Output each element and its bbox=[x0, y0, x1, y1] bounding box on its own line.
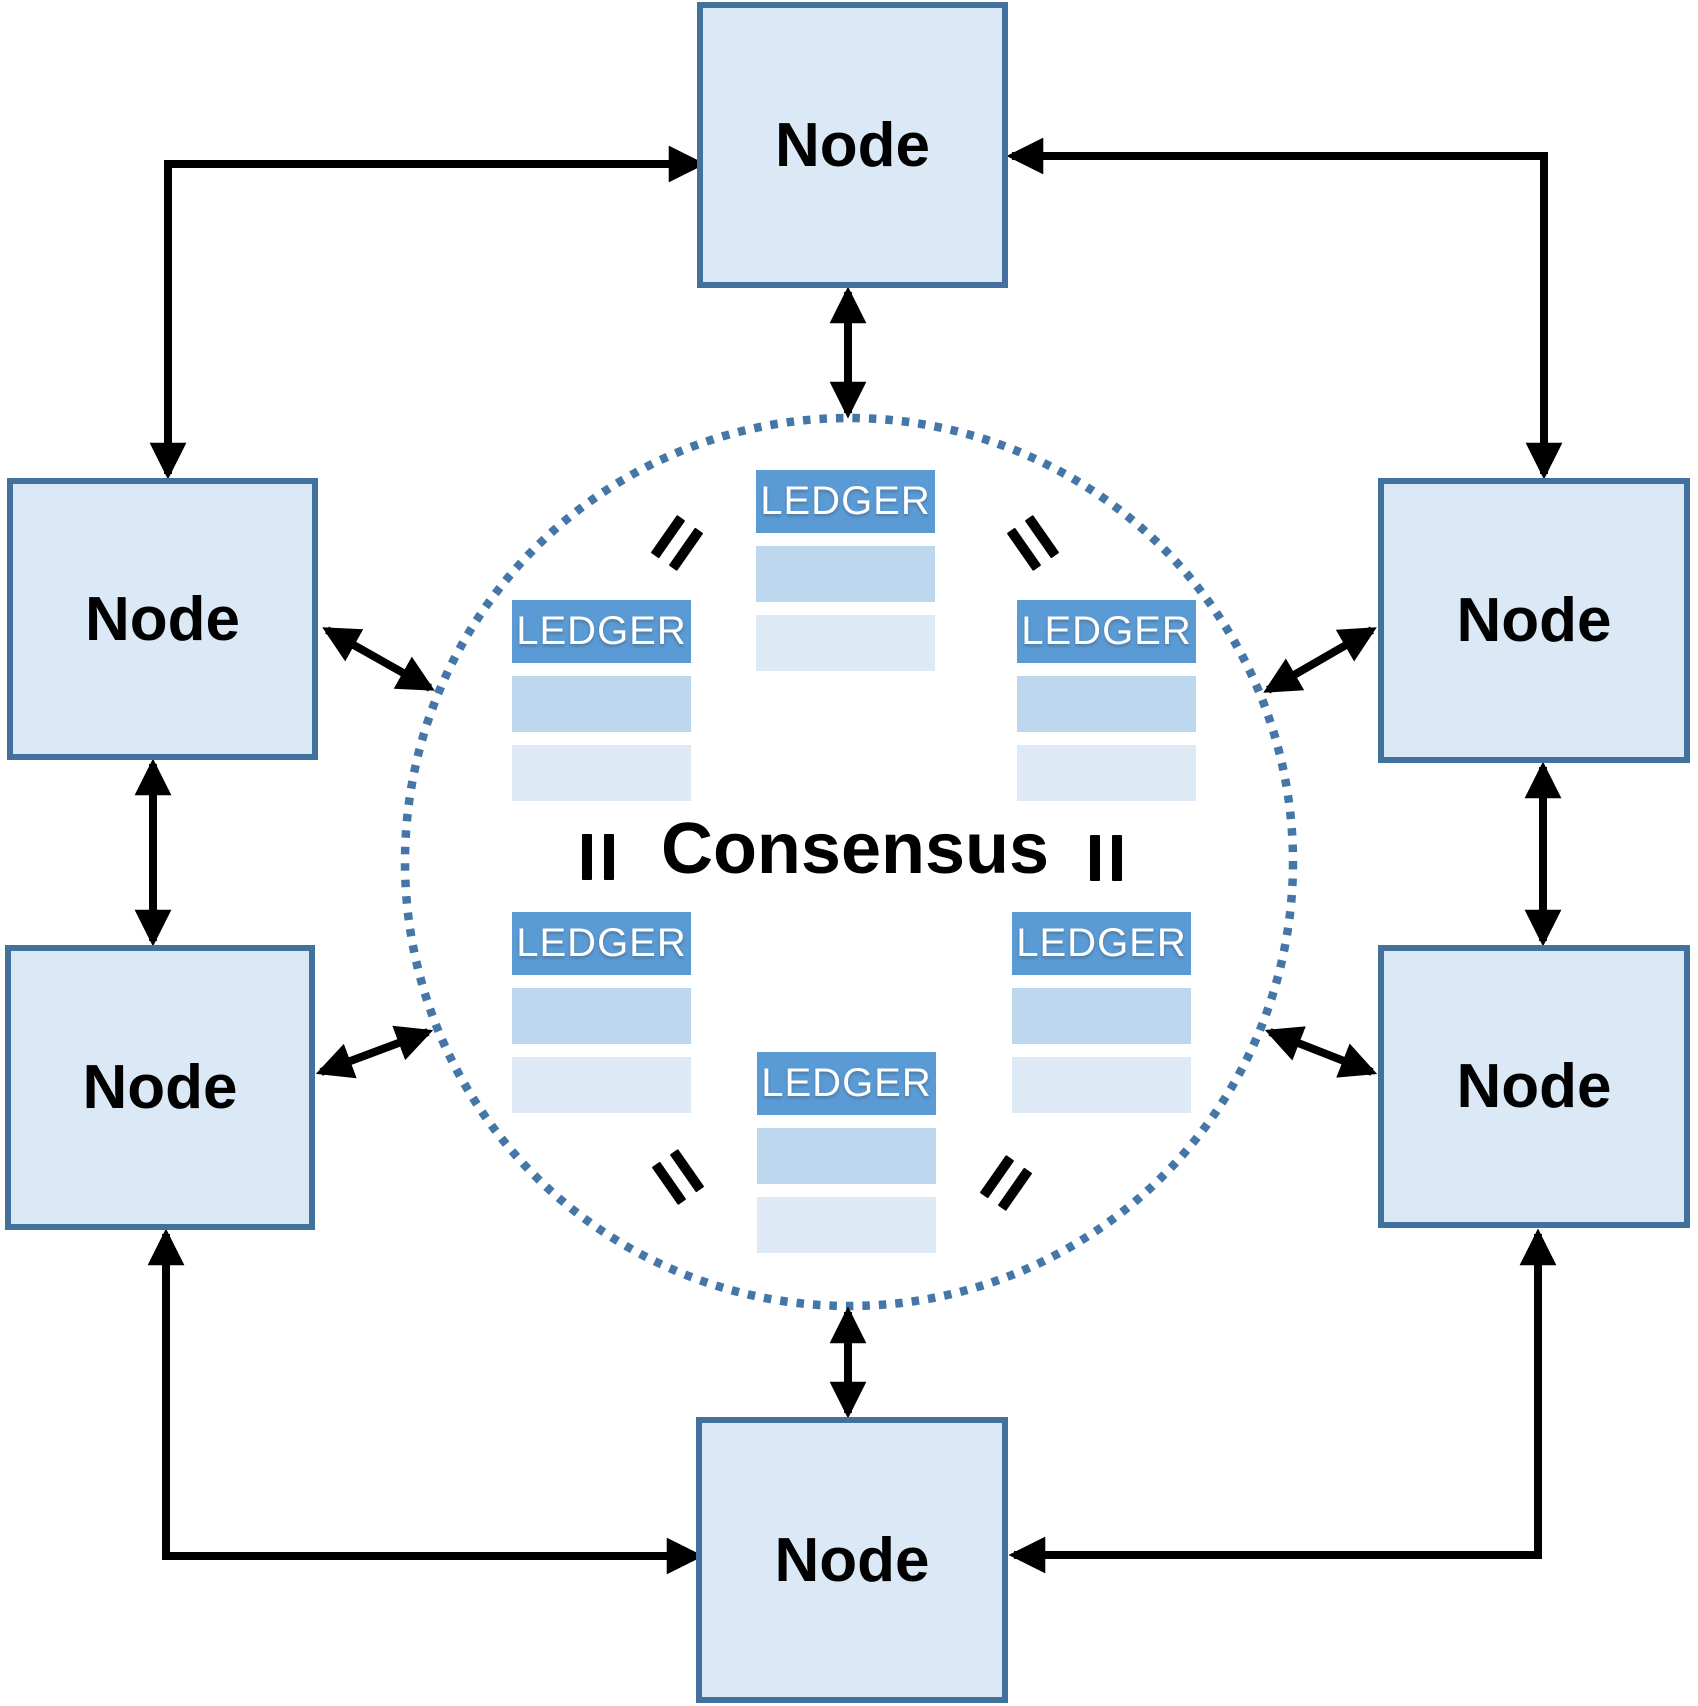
equals-sign-icon-top-right bbox=[1006, 514, 1060, 572]
equals-sign-icon-bottom-right bbox=[979, 1154, 1033, 1212]
ledger-row bbox=[756, 615, 935, 671]
ledger-row bbox=[1012, 988, 1191, 1044]
node-box-right-lower: Node bbox=[1378, 945, 1690, 1228]
node-label: Node bbox=[774, 1525, 930, 1595]
node-label: Node bbox=[82, 1053, 238, 1122]
ledger-header: LEDGER bbox=[1012, 912, 1191, 975]
ledger-header: LEDGER bbox=[756, 470, 935, 533]
ledger-table-upper-right: LEDGER bbox=[1017, 600, 1196, 801]
node-label: Node bbox=[85, 584, 240, 654]
ledger-row bbox=[512, 1057, 691, 1113]
equals-bar bbox=[1112, 835, 1122, 881]
ledger-header: LEDGER bbox=[757, 1052, 936, 1115]
node-box-left-lower: Node bbox=[5, 945, 315, 1230]
node-box-right-upper: Node bbox=[1378, 478, 1690, 763]
arrow-left-upper-node-to-circle bbox=[322, 626, 435, 692]
ledger-header: LEDGER bbox=[512, 912, 691, 975]
ledger-table-top-center: LEDGER bbox=[756, 470, 935, 671]
equals-sign-icon-bottom-left bbox=[651, 1148, 705, 1206]
ledger-row bbox=[512, 988, 691, 1044]
ledger-row bbox=[1017, 676, 1196, 732]
ledger-row bbox=[1012, 1057, 1191, 1113]
node-box-bottom: Node bbox=[696, 1417, 1008, 1703]
ledger-table-lower-left: LEDGER bbox=[512, 912, 691, 1113]
ledger-row bbox=[512, 676, 691, 732]
arrow-left-lower-node-to-circle bbox=[315, 1025, 434, 1079]
arrow-right-lower-node-to-circle bbox=[1264, 1026, 1378, 1078]
ledger-header: LEDGER bbox=[512, 600, 691, 663]
ledger-row bbox=[1017, 745, 1196, 801]
consensus-title: Consensus bbox=[660, 809, 1050, 889]
node-label: Node bbox=[775, 110, 930, 180]
ledger-row bbox=[757, 1128, 936, 1184]
ledger-table-upper-left: LEDGER bbox=[512, 600, 691, 801]
ledger-table-bottom-center: LEDGER bbox=[757, 1052, 936, 1253]
ledger-row bbox=[512, 745, 691, 801]
equals-sign-icon-top-left bbox=[650, 514, 704, 572]
node-label: Node bbox=[1456, 586, 1612, 655]
node-box-left-upper: Node bbox=[7, 478, 318, 760]
connector-bottom-left-elbow bbox=[147, 1228, 704, 1575]
ledger-header: LEDGER bbox=[1017, 600, 1196, 663]
connector-bottom-right-elbow bbox=[1008, 1228, 1557, 1574]
ledger-row bbox=[757, 1197, 936, 1253]
ledger-row bbox=[756, 546, 935, 602]
node-label: Node bbox=[1456, 1052, 1612, 1121]
arrow-right-upper-node-to-circle bbox=[1263, 626, 1377, 694]
equals-bar bbox=[582, 834, 592, 880]
ledger-table-lower-right: LEDGER bbox=[1012, 912, 1191, 1113]
connector-top-left-elbow bbox=[149, 145, 706, 480]
connector-top-right-elbow bbox=[1006, 137, 1563, 480]
node-box-top: Node bbox=[697, 2, 1008, 288]
